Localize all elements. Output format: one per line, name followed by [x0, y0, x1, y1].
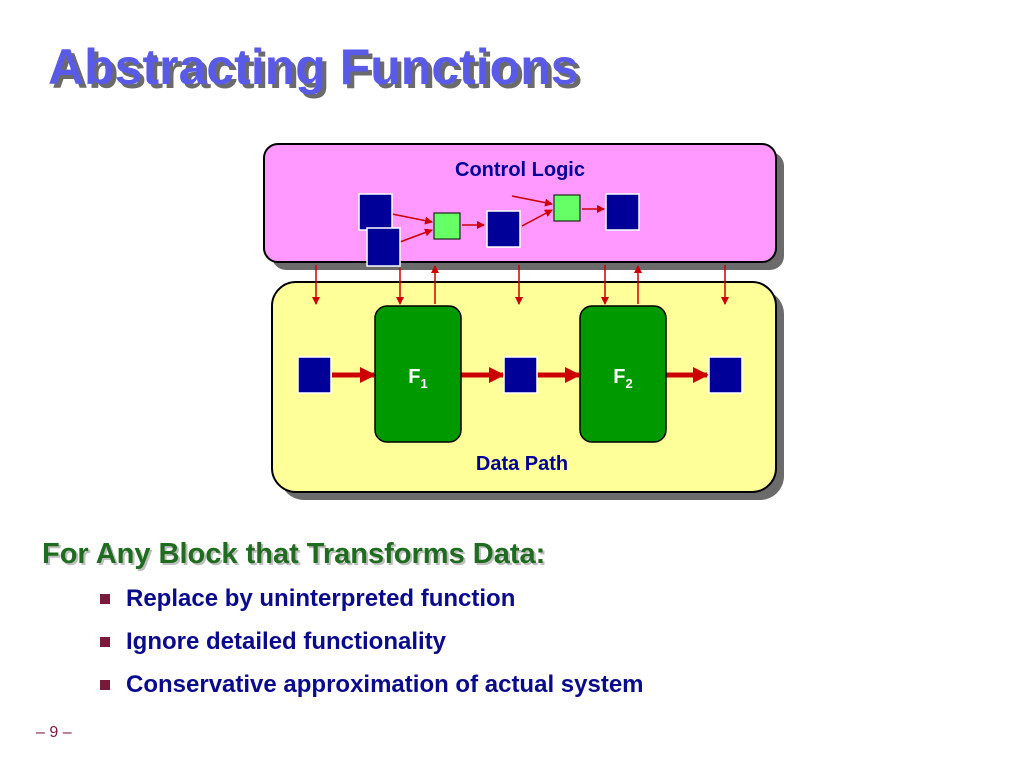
control-register — [486, 210, 521, 248]
control-register — [358, 193, 393, 231]
control-logic-label: Control Logic — [455, 159, 585, 181]
control-datapath-wires — [312, 265, 729, 305]
bullet-square-icon — [100, 594, 110, 604]
section-heading: For Any Block that Transforms Data: — [42, 538, 546, 570]
function-label-f1: F1 — [408, 366, 427, 391]
bullet-square-icon — [100, 680, 110, 690]
small-logic-gate — [433, 212, 461, 240]
bullet-text: Conservative approximation of actual sys… — [126, 671, 644, 698]
bullet-text: Ignore detailed functionality — [126, 628, 447, 655]
control-register — [605, 193, 640, 231]
bullet-item: Conservative approximation of actual sys… — [100, 671, 644, 714]
bullet-item: Replace by uninterpreted function — [100, 585, 644, 628]
bullet-square-icon — [100, 637, 110, 647]
bullet-list: Replace by uninterpreted function Ignore… — [100, 585, 644, 714]
small-logic-gate — [553, 194, 581, 222]
function-block-f1 — [374, 305, 462, 443]
control-register — [366, 227, 401, 267]
function-label-f2: F2 — [613, 366, 632, 391]
datapath-register — [297, 356, 332, 394]
slide-title: Abstracting Functions — [48, 39, 579, 95]
datapath-register — [708, 356, 743, 394]
control-logic-wires — [391, 195, 605, 243]
page-number: – 9 – — [36, 724, 72, 741]
bullet-text: Replace by uninterpreted function — [126, 585, 516, 612]
function-block-f2 — [579, 305, 667, 443]
bullet-item: Ignore detailed functionality — [100, 628, 644, 671]
datapath-label: Data Path — [476, 453, 568, 475]
datapath-register — [503, 356, 538, 394]
